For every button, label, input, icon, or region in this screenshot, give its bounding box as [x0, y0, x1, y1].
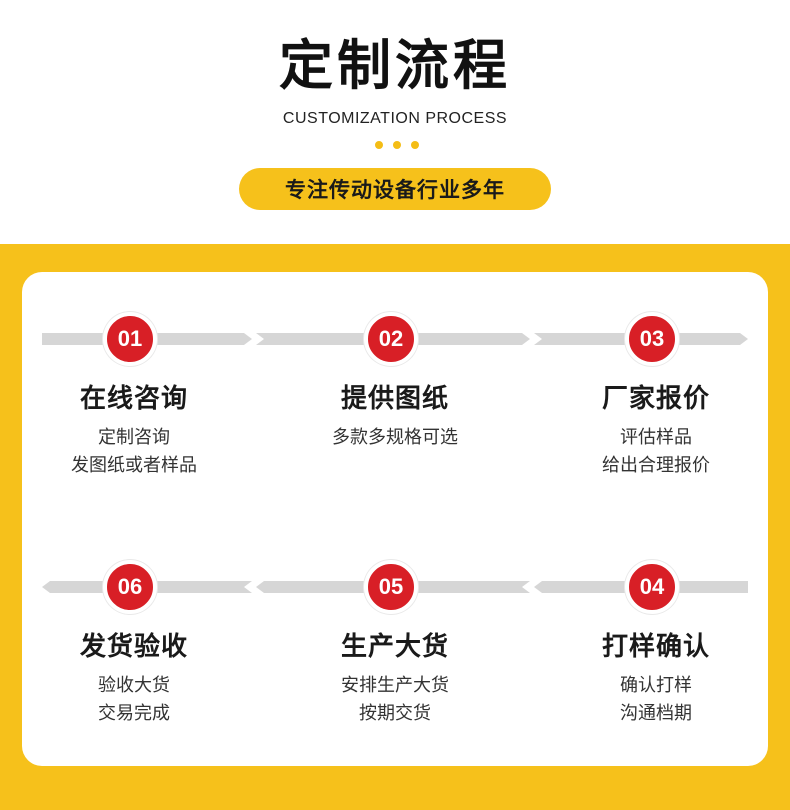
tagline-badge: 专注传动设备行业多年 — [239, 168, 551, 210]
step-desc-line: 确认打样 — [620, 675, 692, 696]
step-desc-line: 交易完成 — [98, 703, 170, 724]
page-title: 定制流程 — [279, 34, 511, 97]
step-number-badge: 03 — [625, 312, 679, 366]
step-desc-line: 验收大货 — [98, 675, 170, 696]
step-desc-line: 安排生产大货 — [341, 675, 449, 696]
step-desc-line: 沟通档期 — [620, 703, 692, 724]
step-title: 厂家报价 — [601, 384, 710, 414]
step-desc-line: 定制咨询 — [98, 427, 170, 448]
step-number-badge: 05 — [364, 560, 418, 614]
step-number-badge: 01 — [103, 312, 157, 366]
step-desc-line: 按期交货 — [359, 703, 431, 724]
step-title: 生产大货 — [340, 632, 449, 662]
step-desc-line: 给出合理报价 — [602, 455, 710, 476]
dot-icon — [393, 141, 401, 149]
step-number-badge: 04 — [625, 560, 679, 614]
step-desc-line: 评估样品 — [620, 427, 692, 448]
step-title: 提供图纸 — [340, 384, 449, 414]
dot-icon — [411, 141, 419, 149]
dot-icon — [375, 141, 383, 149]
step-title: 发货验收 — [79, 632, 188, 662]
step-desc-line: 发图纸或者样品 — [71, 455, 197, 476]
page-subtitle: CUSTOMIZATION PROCESS — [282, 110, 508, 127]
process-card: 01 在线咨询 定制咨询 发图纸或者样品 02 提供图纸 多款多规格可选 03 … — [22, 272, 768, 766]
step-number-badge: 06 — [103, 560, 157, 614]
step-title: 在线咨询 — [79, 384, 188, 414]
step-title: 打样确认 — [601, 632, 710, 662]
step-desc-line: 多款多规格可选 — [332, 427, 458, 448]
decorative-dots — [375, 141, 419, 149]
step-number-badge: 02 — [364, 312, 418, 366]
